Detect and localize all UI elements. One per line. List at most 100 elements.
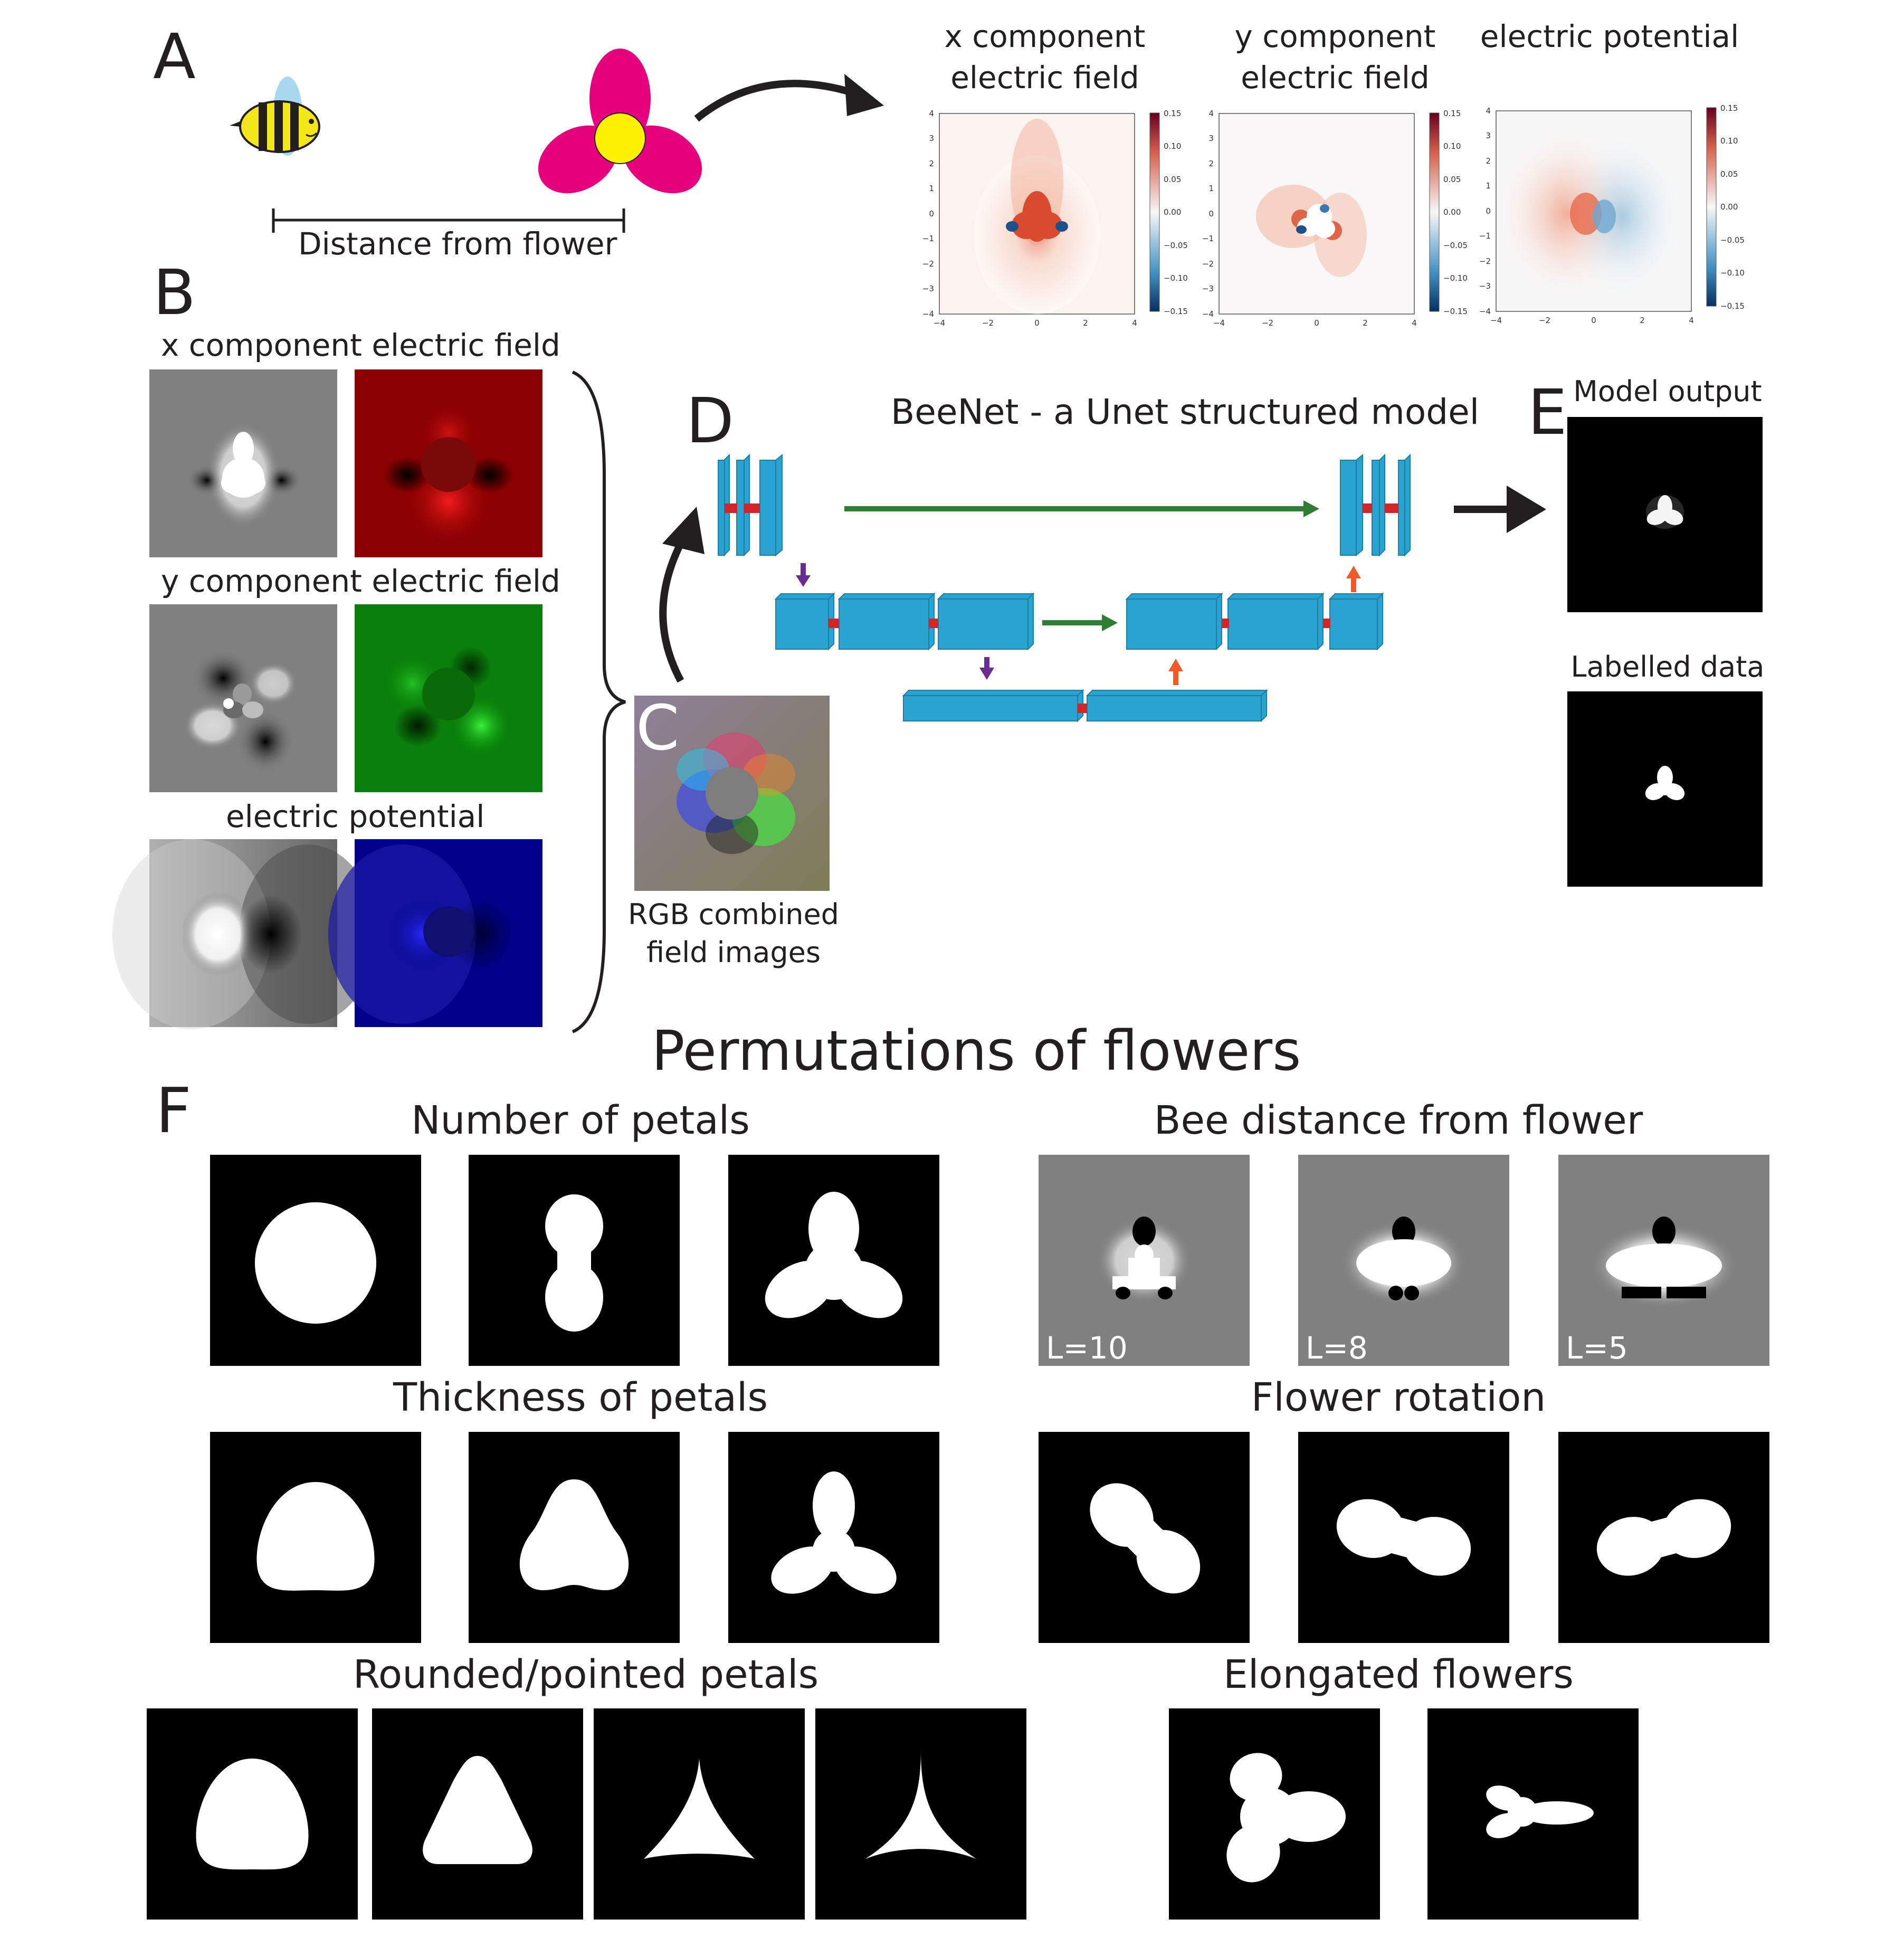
svg-text:4: 4 (1208, 109, 1214, 118)
panel-letter-f: F (156, 1074, 192, 1147)
panel-letter-c: C (636, 691, 680, 764)
svg-text:1: 1 (929, 184, 934, 193)
f-rounded: Rounded/pointed petals (353, 1652, 819, 1697)
unet-diagram (718, 453, 1411, 723)
b-y-gray (149, 604, 337, 792)
svg-text:0.05: 0.05 (1164, 175, 1181, 184)
f-thick-1 (210, 1432, 421, 1643)
f-distance-label-1: L=8 (1306, 1330, 1368, 1366)
svg-text:−2: −2 (1539, 316, 1550, 325)
brace (572, 370, 626, 1033)
svg-text:1: 1 (1208, 184, 1214, 193)
f-number-of-petals: Number of petals (411, 1098, 750, 1143)
svg-text:3: 3 (1208, 134, 1214, 143)
f-elongated: Elongated flowers (1223, 1652, 1574, 1697)
svg-text:−0.15: −0.15 (1443, 307, 1468, 316)
svg-text:−0.15: −0.15 (1164, 307, 1188, 316)
svg-text:−0.05: −0.05 (1164, 241, 1188, 250)
svg-text:3: 3 (1486, 131, 1491, 140)
svg-text:0: 0 (1486, 206, 1491, 216)
svg-text:−4: −4 (1479, 307, 1491, 316)
svg-text:3: 3 (929, 134, 934, 143)
heatmap-y-field: 4 3 2 1 0 −1 −2 −3 −4 −4 −2 0 2 4 (1202, 109, 1417, 328)
svg-text:2: 2 (1083, 318, 1088, 328)
f-title: Permutations of flowers (651, 1019, 1301, 1083)
b-x-label: x component electric field (161, 327, 560, 363)
plot-x-title-line2: electric field (950, 60, 1139, 96)
arrow-c-to-d (659, 507, 705, 683)
svg-text:−2: −2 (922, 259, 934, 269)
svg-text:0.05: 0.05 (1720, 169, 1738, 179)
svg-text:2: 2 (1640, 316, 1645, 325)
b-y-green (355, 604, 542, 792)
svg-text:0.15: 0.15 (1720, 103, 1738, 113)
f-thick-2 (469, 1432, 680, 1643)
f-petals-2 (469, 1155, 680, 1366)
svg-text:−0.10: −0.10 (1443, 273, 1468, 283)
colorbar-x: 0.15 0.10 0.05 0.00 −0.05 −0.10 −0.15 (1149, 109, 1188, 316)
e-labelled-data-image (1567, 691, 1763, 887)
svg-text:−1: −1 (1202, 234, 1214, 243)
f-rot-2 (1298, 1432, 1509, 1643)
svg-text:0.00: 0.00 (1720, 202, 1738, 212)
svg-text:−4: −4 (1213, 318, 1225, 328)
svg-text:−0.15: −0.15 (1720, 301, 1745, 311)
f-distance-l5 (1558, 1155, 1769, 1366)
heatmap-x-field: 4 3 2 1 0 −1 −2 −3 −4 −4 −2 0 2 4 (922, 109, 1137, 328)
svg-text:0.15: 0.15 (1164, 109, 1181, 118)
svg-text:−0.10: −0.10 (1720, 268, 1745, 278)
distance-bar (272, 208, 625, 233)
plot-x-title-line1: x component (944, 18, 1146, 54)
svg-text:−2: −2 (982, 318, 994, 328)
heatmap-potential: 4 3 2 1 0 −1 −2 −3 −4 −4 −2 0 2 4 (1479, 106, 1694, 325)
svg-text:−4: −4 (1490, 316, 1502, 325)
distance-label: Distance from flower (298, 226, 617, 262)
e-model-output-image (1567, 417, 1763, 612)
svg-text:−0.05: −0.05 (1443, 241, 1468, 250)
b-x-red (355, 369, 542, 557)
panel-letter-e: E (1528, 376, 1567, 449)
svg-text:2: 2 (929, 159, 934, 168)
svg-text:4: 4 (1132, 318, 1137, 328)
b-p-blue (328, 839, 542, 1027)
arrow-to-fields (694, 74, 884, 122)
colorbar-potential: 0.15 0.10 0.05 0.00 −0.05 −0.10 −0.15 (1706, 103, 1745, 311)
f-elong-2 (1427, 1708, 1639, 1920)
svg-text:−3: −3 (922, 284, 934, 293)
f-round-2 (372, 1708, 583, 1920)
bee-illustration (230, 77, 320, 156)
svg-text:0: 0 (929, 209, 934, 218)
svg-text:0: 0 (1034, 318, 1040, 328)
e-labelled-data-label: Labelled data (1570, 650, 1765, 683)
svg-text:−1: −1 (1479, 231, 1491, 241)
svg-text:0.00: 0.00 (1443, 207, 1461, 217)
svg-text:0: 0 (1591, 316, 1596, 325)
plot-potential-title: electric potential (1480, 18, 1739, 54)
colorbar-y: 0.15 0.10 0.05 0.00 −0.05 −0.10 −0.15 (1429, 109, 1468, 316)
svg-text:0: 0 (1314, 318, 1319, 328)
svg-text:4: 4 (1486, 106, 1491, 116)
svg-text:−1: −1 (922, 234, 934, 243)
svg-text:0.10: 0.10 (1720, 136, 1738, 146)
svg-text:0.00: 0.00 (1164, 207, 1181, 217)
svg-text:−4: −4 (1202, 309, 1214, 319)
svg-text:2: 2 (1208, 159, 1214, 168)
f-rot-1 (1039, 1432, 1250, 1643)
arrow-d-to-e (1454, 486, 1546, 533)
f-round-4 (815, 1708, 1026, 1920)
svg-text:4: 4 (1689, 316, 1694, 325)
b-p-label: electric potential (226, 799, 485, 834)
svg-text:−2: −2 (1479, 256, 1491, 266)
b-y-label: y component electric field (161, 563, 560, 599)
f-elong-1 (1169, 1708, 1380, 1920)
svg-text:−4: −4 (934, 318, 945, 328)
b-x-gray (149, 369, 337, 557)
panel-letter-d: D (686, 384, 734, 457)
svg-text:4: 4 (929, 109, 934, 118)
c-label-line1: RGB combined (628, 898, 839, 931)
c-label-line2: field images (646, 936, 821, 969)
plot-y-title-line2: electric field (1241, 60, 1430, 96)
f-distance-l8 (1298, 1155, 1509, 1366)
flower-illustration (538, 49, 702, 194)
svg-text:−0.05: −0.05 (1720, 235, 1745, 245)
